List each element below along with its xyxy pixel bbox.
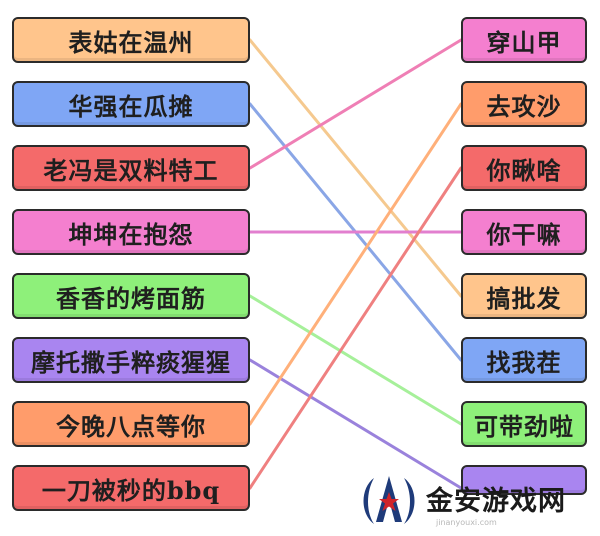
connection-line-3 <box>248 38 463 170</box>
connection-line-2 <box>248 102 463 362</box>
left-card-5[interactable]: 香香的烤面筋 <box>12 273 250 319</box>
connection-line-5 <box>248 294 463 426</box>
connection-line-8 <box>248 166 463 490</box>
left-card-1[interactable]: 表姑在温州 <box>12 17 250 63</box>
left-card-8[interactable]: 一刀被秒的bbq <box>12 465 250 511</box>
left-card-3[interactable]: 老冯是双料特工 <box>12 145 250 191</box>
watermark-text: 金安游戏网 <box>426 485 566 517</box>
connection-line-6 <box>248 358 463 490</box>
connection-line-1 <box>248 38 463 298</box>
connection-line-7 <box>248 102 463 426</box>
right-card-4[interactable]: 你干嘛 <box>461 209 587 255</box>
right-card-6[interactable]: 找我茬 <box>461 337 587 383</box>
site-logo-icon <box>363 476 415 524</box>
right-card-2[interactable]: 去攻沙 <box>461 81 587 127</box>
right-card-1[interactable]: 穿山甲 <box>461 17 587 63</box>
left-card-4[interactable]: 坤坤在抱怨 <box>12 209 250 255</box>
right-card-5[interactable]: 搞批发 <box>461 273 587 319</box>
left-card-2[interactable]: 华强在瓜摊 <box>12 81 250 127</box>
right-card-8[interactable] <box>461 465 587 495</box>
watermark-url: jinanyouxi.com <box>436 518 497 527</box>
right-card-7[interactable]: 可带劲啦 <box>461 401 587 447</box>
left-card-6[interactable]: 摩托撒手粹痰猩猩 <box>12 337 250 383</box>
left-card-7[interactable]: 今晚八点等你 <box>12 401 250 447</box>
right-card-3[interactable]: 你瞅啥 <box>461 145 587 191</box>
site-watermark: 金安游戏网 jinanyouxi.com <box>356 470 596 532</box>
